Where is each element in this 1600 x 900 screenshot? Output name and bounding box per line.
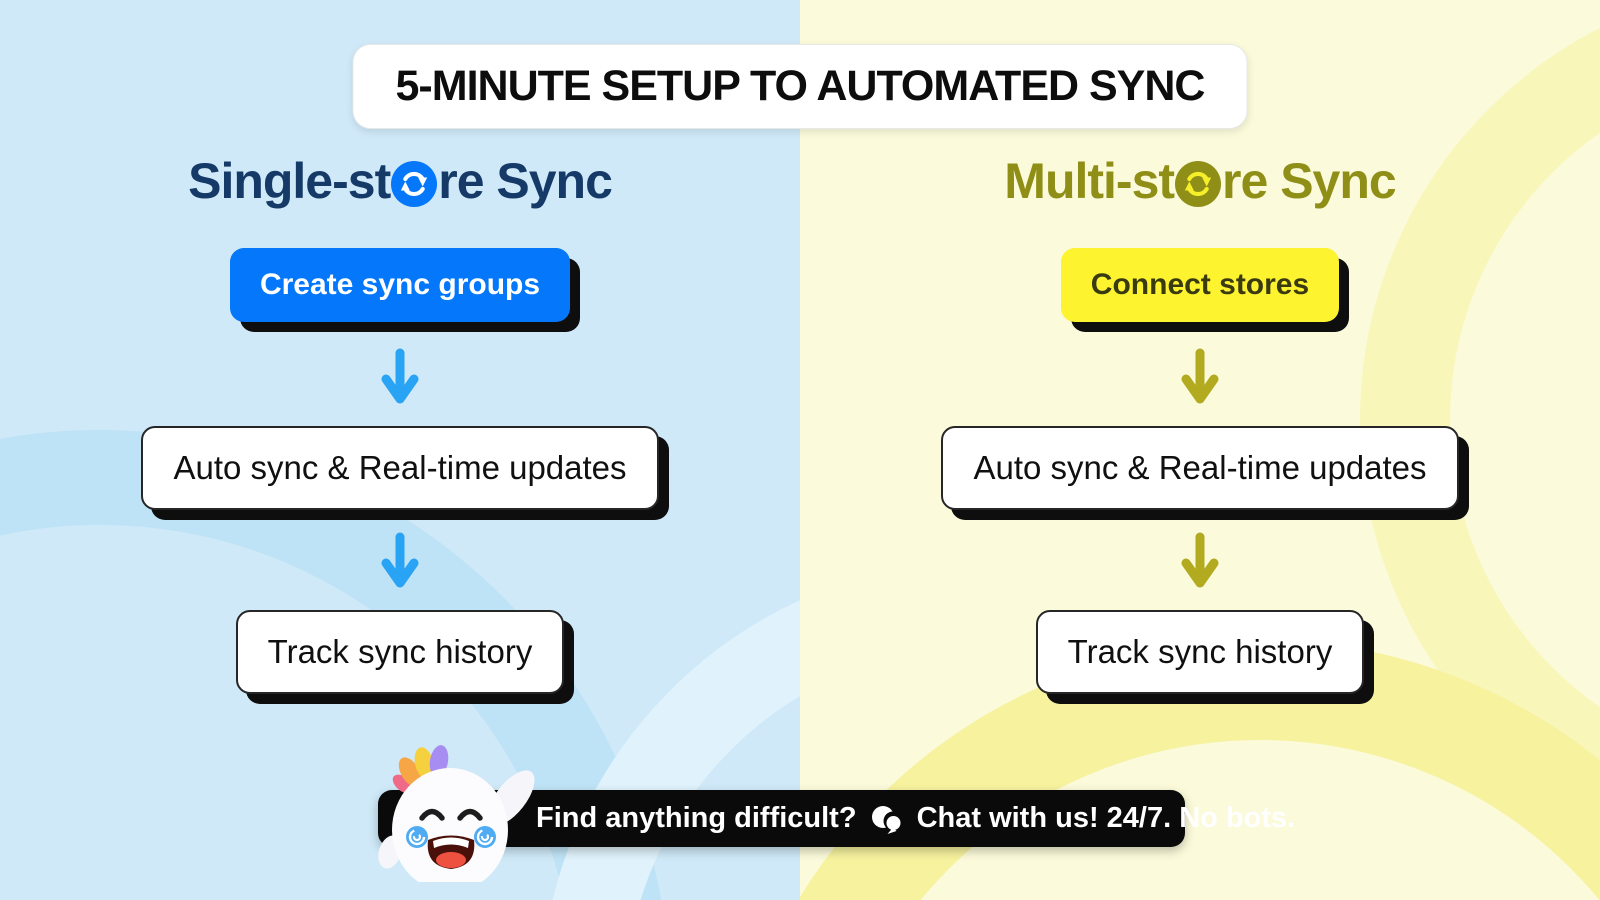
chat-answer: Chat with us! 24/7. No bots. (916, 802, 1296, 834)
title-card: 5-MINUTE SETUP TO AUTOMATED SYNC (352, 44, 1248, 129)
create-sync-groups-button[interactable]: Create sync groups (229, 248, 571, 322)
step-auto-sync: Auto sync & Real-time updates (141, 426, 659, 510)
single-store-column: Single-st re Sync Create sync groups Aut… (141, 153, 659, 694)
heading-text-post: re Sync (438, 153, 613, 209)
page-title: 5-MINUTE SETUP TO AUTOMATED SYNC (395, 62, 1206, 110)
connect-stores-button[interactable]: Connect stores (1060, 248, 1340, 322)
multi-store-column: Multi-st re Sync Connect stores Auto syn… (800, 0, 1600, 900)
step-auto-sync: Auto sync & Real-time updates (941, 426, 1459, 510)
chat-support-bar[interactable]: Find anything difficult? Chat with us! 2… (378, 790, 1295, 847)
heading-text-post: re Sync (1222, 153, 1397, 209)
sync-icon (391, 161, 438, 207)
heading-text-pre: Single-st (188, 153, 391, 209)
sync-icon (1175, 161, 1222, 207)
multi-store-heading: Multi-st re Sync (1004, 153, 1397, 209)
step-track-history: Track sync history (1035, 610, 1365, 694)
arrow-down-icon (1181, 532, 1219, 588)
chat-question: Find anything difficult? (536, 802, 857, 834)
heading-text-pre: Multi-st (1004, 153, 1175, 209)
single-store-heading: Single-st re Sync (188, 153, 613, 209)
arrow-down-icon (381, 532, 419, 588)
arrow-down-icon (1181, 348, 1219, 404)
chat-support-text: Find anything difficult? Chat with us! 2… (536, 802, 1295, 836)
step-track-history: Track sync history (235, 610, 565, 694)
arrow-down-icon (381, 348, 419, 404)
chat-bubbles-icon (871, 805, 903, 834)
